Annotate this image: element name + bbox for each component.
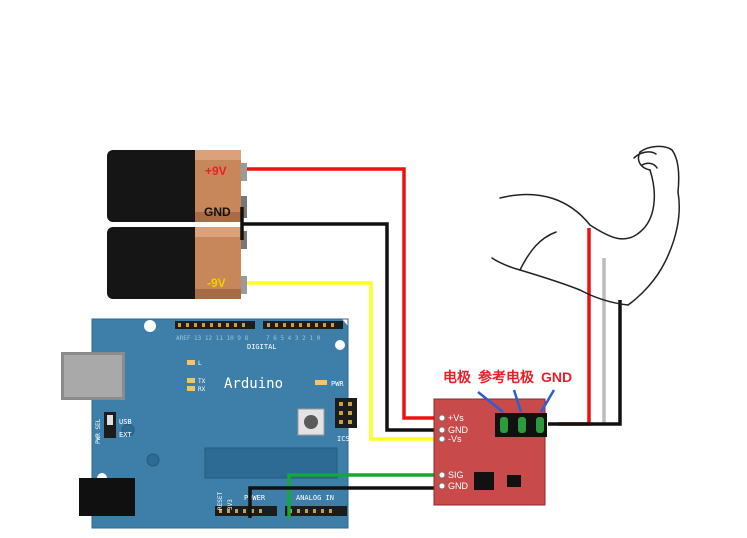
label-electrode: 电极 (443, 369, 472, 385)
arduino-pwr-sel-label: PWR SEL (95, 418, 102, 444)
arduino-analog-label: ANALOG IN (296, 494, 334, 502)
battery-bottom (107, 227, 247, 299)
sensor-board (433, 398, 547, 506)
wire-electrode (558, 228, 591, 426)
arduino-board: AREF 13 12 11 10 9 8 7 6 5 4 3 2 1 0 (61, 318, 357, 529)
sensor-pin-sig: SIG (448, 470, 464, 480)
sensor-pin-gnd-top: GND (448, 425, 469, 435)
sensor-pin-vs-minus: -Vs (448, 434, 462, 444)
sensor-pin-gnd-bottom: GND (448, 481, 469, 491)
svg-text:7 6 5 4 3 2 1 0: 7 6 5 4 3 2 1 0 (266, 335, 321, 342)
arduino-digital-label: DIGITAL (247, 343, 277, 351)
flexed-arm-illustration (491, 145, 680, 306)
wire-gnd-to-sensor (242, 222, 437, 432)
arduino-l-label: L (198, 360, 202, 367)
wire-plus-9v (247, 167, 437, 420)
battery-plus-label: +9V (205, 164, 227, 178)
arduino-icsp-label: ICSP (337, 435, 354, 443)
arduino-reset-label: RESET (217, 492, 224, 510)
battery-gnd-label: GND (204, 205, 231, 219)
wire-electrode-gnd (548, 300, 622, 426)
arduino-3v3-label: 3V3 (227, 499, 234, 510)
wire-signal (287, 473, 437, 518)
electrode-pointers (477, 389, 556, 413)
battery-top (107, 150, 247, 222)
arduino-usb-label: USB (119, 418, 132, 426)
label-reference-electrode: 参考电极 (478, 369, 535, 385)
wire-arduino-gnd (248, 486, 437, 518)
arduino-ext-label: EXT (119, 431, 132, 439)
label-gnd-electrode: GND (541, 369, 572, 385)
wire-minus-9v (247, 281, 437, 441)
battery-minus-label: -9V (207, 276, 226, 290)
arduino-tx-label: TX (198, 378, 206, 385)
arduino-rx-label: RX (198, 386, 206, 393)
arduino-brand-label: Arduino (224, 376, 283, 392)
arduino-pwr-label: PWR (331, 380, 344, 388)
svg-text:AREF 13 12 11 10 9 8: AREF 13 12 11 10 9 8 (176, 335, 249, 342)
arduino-power-label: POWER (244, 494, 266, 502)
sensor-pin-vs-plus: +Vs (448, 413, 464, 423)
wires (240, 167, 622, 518)
